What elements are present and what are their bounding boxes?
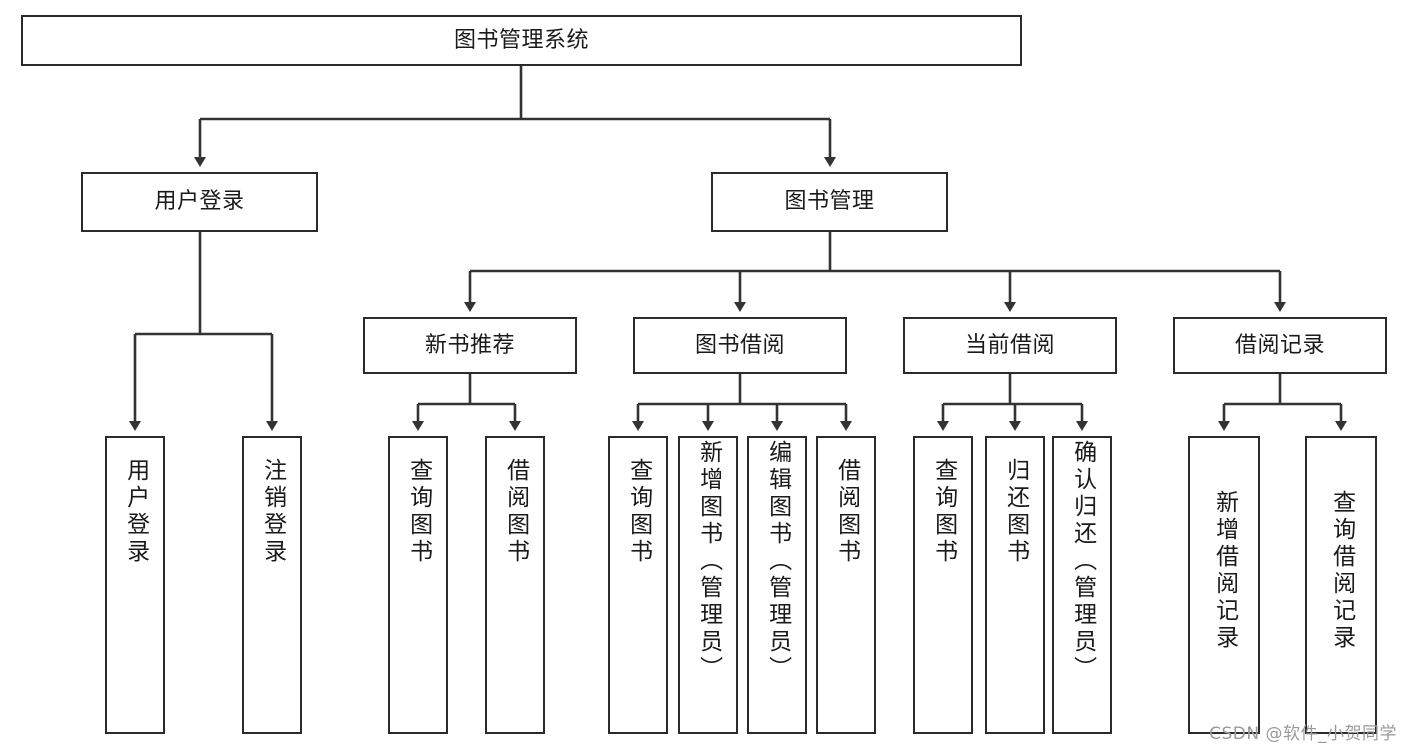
- leaf-query-borrow-record[interactable]: 查询借阅记录: [1305, 436, 1377, 734]
- leaf-borrow-book-label: 借阅图书: [833, 458, 860, 566]
- leaf-borrow-book-recommend[interactable]: 借阅图书: [485, 436, 545, 734]
- leaf-query-book-current[interactable]: 查询图书: [913, 436, 973, 734]
- node-user-login[interactable]: 用户登录: [81, 172, 318, 232]
- node-book-borrow[interactable]: 图书借阅: [633, 317, 847, 374]
- edge-root-to-level1: [194, 66, 836, 167]
- leaf-query-book-recommend-label: 查询图书: [405, 458, 432, 566]
- leaf-add-book-admin-label: 新增图书（管理员）: [695, 440, 722, 683]
- edge-borrow-record-to-leaves: [1218, 374, 1347, 431]
- leaf-return-book-label: 归还图书: [1002, 458, 1029, 566]
- node-new-book-recommend-label: 新书推荐: [424, 332, 515, 358]
- node-root-label: 图书管理系统: [453, 27, 589, 53]
- leaf-user-login[interactable]: 用户登录: [105, 436, 165, 734]
- edge-book-manage-to-level2: [464, 232, 1286, 312]
- leaf-query-book-borrow[interactable]: 查询图书: [608, 436, 668, 734]
- leaf-return-book[interactable]: 归还图书: [985, 436, 1045, 734]
- node-book-manage-label: 图书管理: [784, 189, 875, 215]
- leaf-logout[interactable]: 注销登录: [242, 436, 302, 734]
- edge-current-borrow-to-leaves: [937, 374, 1088, 431]
- leaf-confirm-return-admin[interactable]: 确认归还（管理员）: [1052, 436, 1112, 734]
- edge-user-login-to-leaves: [129, 232, 278, 431]
- node-user-login-label: 用户登录: [154, 189, 245, 215]
- node-borrow-record-label: 借阅记录: [1234, 332, 1325, 358]
- node-book-borrow-label: 图书借阅: [694, 332, 785, 358]
- node-book-manage[interactable]: 图书管理: [711, 172, 948, 232]
- node-new-book-recommend[interactable]: 新书推荐: [363, 317, 577, 374]
- leaf-add-borrow-record[interactable]: 新增借阅记录: [1188, 436, 1260, 734]
- leaf-confirm-return-admin-label: 确认归还（管理员）: [1069, 440, 1096, 683]
- node-current-borrow-label: 当前借阅: [964, 332, 1055, 358]
- node-root[interactable]: 图书管理系统: [21, 15, 1022, 66]
- leaf-borrow-book-recommend-label: 借阅图书: [502, 458, 529, 566]
- csdn-watermark: CSDN @软件_小贺同学: [1209, 724, 1397, 744]
- node-borrow-record[interactable]: 借阅记录: [1173, 317, 1387, 374]
- leaf-logout-label: 注销登录: [259, 458, 286, 566]
- leaf-query-book-current-label: 查询图书: [930, 458, 957, 566]
- edge-new-book-rec-to-leaves: [412, 374, 521, 431]
- leaf-query-borrow-record-label: 查询借阅记录: [1328, 490, 1355, 652]
- node-current-borrow[interactable]: 当前借阅: [903, 317, 1117, 374]
- leaf-add-book-admin[interactable]: 新增图书（管理员）: [678, 436, 738, 734]
- leaf-borrow-book[interactable]: 借阅图书: [816, 436, 876, 734]
- leaf-edit-book-admin[interactable]: 编辑图书（管理员）: [747, 436, 807, 734]
- leaf-user-login-label: 用户登录: [122, 458, 149, 566]
- leaf-edit-book-admin-label: 编辑图书（管理员）: [764, 440, 791, 683]
- leaf-add-borrow-record-label: 新增借阅记录: [1211, 490, 1238, 652]
- leaf-query-book-borrow-label: 查询图书: [625, 458, 652, 566]
- edge-book-borrow-to-leaves: [632, 374, 852, 431]
- leaf-query-book-recommend[interactable]: 查询图书: [388, 436, 448, 734]
